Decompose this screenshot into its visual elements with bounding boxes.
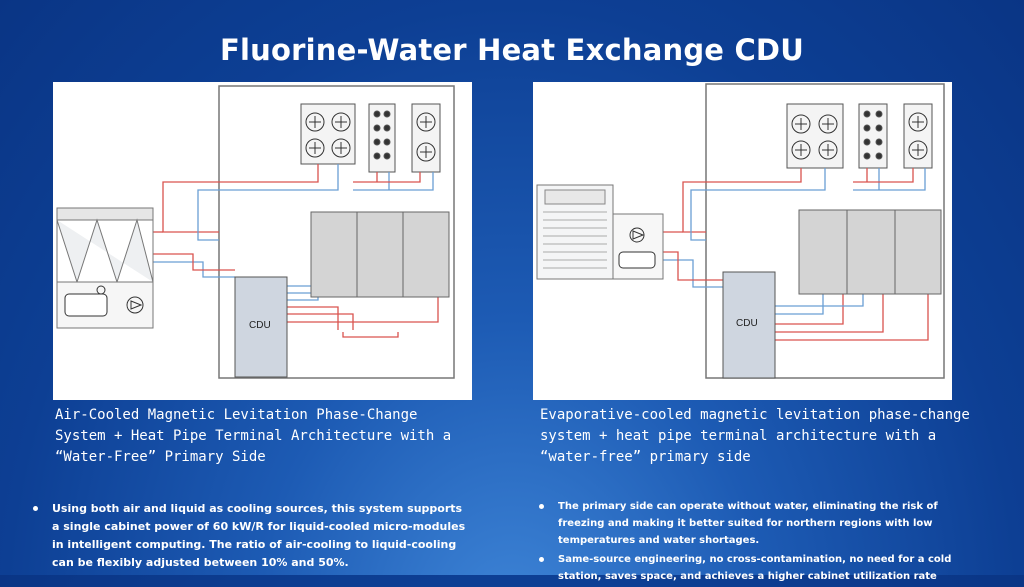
server-racks xyxy=(798,209,942,295)
diagram-evaporative-cooled: CDU xyxy=(533,82,952,400)
server-racks xyxy=(310,211,450,298)
cdu-box xyxy=(234,276,288,378)
fan-unit-large xyxy=(300,103,356,165)
air-cooled-outdoor-unit xyxy=(56,207,154,329)
fan-unit-tall xyxy=(903,103,933,169)
cdu-box xyxy=(722,271,776,379)
page-title: Fluorine-Water Heat Exchange CDU xyxy=(220,33,804,67)
cdu-label: CDU xyxy=(249,320,271,331)
pump-compressor-unit xyxy=(612,213,664,280)
bullet-list-right: The primary side can operate without wat… xyxy=(536,498,976,587)
evaporative-cooled-system-diagram: CDU xyxy=(536,83,945,379)
fan-unit-tall xyxy=(411,103,441,173)
bullet-item: Same-source engineering, no cross-contam… xyxy=(536,551,976,585)
fan-unit-large xyxy=(786,103,844,169)
diagram-air-cooled: CDU xyxy=(53,82,472,400)
bullet-item: Using both air and liquid as cooling sou… xyxy=(30,500,470,572)
room-outline xyxy=(705,83,945,379)
caption-right: Evaporative-cooled magnetic levitation p… xyxy=(540,407,979,465)
caption-left: Air-Cooled Magnetic Levitation Phase-Cha… xyxy=(55,407,460,465)
evaporative-cooling-tower xyxy=(536,184,614,280)
bullet-item: The primary side can operate without wat… xyxy=(536,498,976,549)
bullet-list-left: Using both air and liquid as cooling sou… xyxy=(30,500,470,574)
fan-unit-small-grid xyxy=(858,103,888,169)
fan-unit-small-grid xyxy=(368,103,396,173)
air-cooled-system-diagram: CDU xyxy=(56,85,455,379)
cdu-label: CDU xyxy=(736,318,758,329)
